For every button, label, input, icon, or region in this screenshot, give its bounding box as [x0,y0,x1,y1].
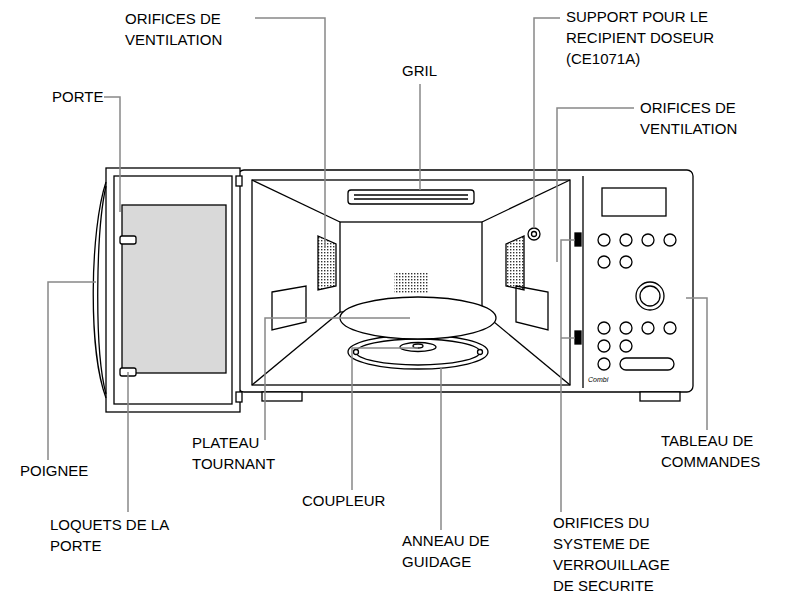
cup-holder [528,228,540,240]
grill-element [348,190,474,204]
oven-foot [640,392,680,401]
vent-right [506,236,524,290]
back-vent [394,272,428,294]
part-label: COUPLEUR [302,490,402,511]
hinge [236,392,242,402]
part-label: POIGNEE [20,460,110,481]
part-label: ANNEAU DE GUIDAGE [402,530,502,572]
lock-hole [575,331,581,344]
cavity-opening [252,180,570,385]
door-window [122,205,226,373]
panel-buttons [598,234,676,370]
door-handle [93,182,106,398]
part-label: SUPPORT POUR LE RECIPIENT DOSEUR (CE1071… [566,6,736,69]
oven-body [238,170,693,392]
door-latch [120,236,136,244]
part-label: PORTE [52,86,112,107]
oven-foot [262,392,302,401]
lock-hole [575,233,581,246]
part-label: GRIL [402,60,462,81]
side-wall-panel [272,286,306,330]
panel-brand: Combi [588,376,618,384]
part-label: TABLEAU DE COMMANDES [661,430,785,472]
door [106,168,240,412]
hinge [236,176,242,186]
coupler [400,343,436,352]
part-label: ORIFICES DE VENTILATION [125,8,255,50]
leader-lines [48,18,707,530]
part-label: LOQUETS DE LA PORTE [50,514,180,556]
part-label: ORIFICES DU SYSTEME DE VERROUILLAGE DE S… [553,512,678,596]
display [602,188,666,216]
side-wall-panel [516,286,548,330]
part-label: PLATEAU TOURNANT [192,432,292,474]
vent-left [318,236,336,290]
part-label: ORIFICES DE VENTILATION [640,97,780,139]
guide-ring [348,335,488,369]
